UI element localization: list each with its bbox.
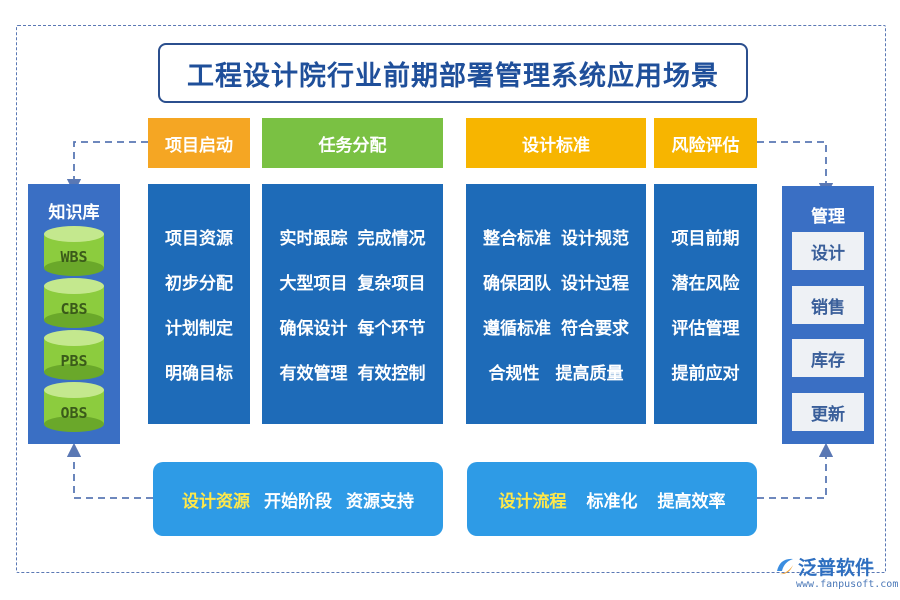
management-title: 管理 bbox=[811, 207, 845, 227]
header-risk-assessment: 风险评估 bbox=[654, 118, 757, 168]
database-cylinder-icon bbox=[44, 226, 104, 276]
logo-swoosh-icon bbox=[777, 558, 793, 575]
management-panel: 管理 设计 销售 库存 更新 bbox=[782, 186, 874, 444]
list-item: 确保团队设计过程 bbox=[483, 274, 629, 294]
logo-name: 泛普软件 bbox=[798, 557, 875, 579]
bottom-box-design-resource: 设计资源 开始阶段 资源支持 bbox=[153, 462, 443, 536]
db-label: CBS bbox=[60, 300, 87, 318]
database-cylinder-icon bbox=[44, 330, 104, 380]
list-item: 初步分配 bbox=[165, 274, 233, 294]
db-label: OBS bbox=[60, 404, 87, 422]
logo-url: www.fanpusoft.com bbox=[796, 579, 899, 590]
list-item: 提前应对 bbox=[671, 364, 740, 384]
column-design-standard: 整合标准设计规范 确保团队设计过程 遵循标准符合要求 合规性提高质量 bbox=[466, 184, 646, 424]
column-risk-assessment: 项目前期 潜在风险 评估管理 提前应对 bbox=[654, 184, 757, 424]
list-item: 项目前期 bbox=[671, 229, 740, 249]
list-item: 整合标准设计规范 bbox=[483, 229, 629, 249]
database-cylinder-icon bbox=[44, 382, 104, 432]
brand-logo: 泛普软件 www.fanpusoft.com bbox=[774, 553, 899, 597]
highlight-label: 设计资源 bbox=[182, 491, 250, 512]
knowledge-base-title: 知识库 bbox=[48, 203, 100, 223]
header-task-assign: 任务分配 bbox=[262, 118, 443, 168]
list-item: 大型项目复杂项目 bbox=[279, 274, 426, 294]
outer-dashed-frame bbox=[16, 25, 886, 573]
database-stack-icon: WBS CBS PBS OBS bbox=[44, 226, 104, 432]
list-item: 项目资源 bbox=[165, 229, 233, 249]
list-item: 实时跟踪完成情况 bbox=[279, 229, 426, 249]
list-item: 潜在风险 bbox=[671, 274, 740, 294]
bottom-box-design-process: 设计流程 标准化 提高效率 bbox=[467, 462, 757, 536]
list-item: 有效管理有效控制 bbox=[279, 364, 426, 384]
header-design-standard: 设计标准 bbox=[466, 118, 646, 168]
knowledge-base-panel: 知识库 WBS CBS PBS OBS bbox=[28, 184, 120, 444]
column-project-start: 项目资源 初步分配 计划制定 明确目标 bbox=[148, 184, 250, 424]
list-item: 确保设计每个环节 bbox=[279, 319, 426, 339]
management-item: 更新 bbox=[792, 393, 864, 431]
management-item: 销售 bbox=[792, 286, 864, 324]
list-item: 明确目标 bbox=[165, 364, 233, 384]
list-item: 遵循标准符合要求 bbox=[483, 319, 629, 339]
management-item: 库存 bbox=[792, 339, 864, 377]
list-item: 评估管理 bbox=[671, 319, 740, 339]
column-task-assign: 实时跟踪完成情况 大型项目复杂项目 确保设计每个环节 有效管理有效控制 bbox=[262, 184, 443, 424]
page-title: 工程设计院行业前期部署管理系统应用场景 bbox=[158, 43, 748, 103]
db-label: WBS bbox=[60, 248, 87, 266]
management-item: 设计 bbox=[792, 232, 864, 270]
header-project-start: 项目启动 bbox=[148, 118, 250, 168]
database-cylinder-icon bbox=[44, 278, 104, 328]
list-item: 计划制定 bbox=[165, 319, 233, 339]
db-label: PBS bbox=[60, 352, 87, 370]
highlight-label: 设计流程 bbox=[498, 491, 567, 512]
list-item: 合规性提高质量 bbox=[488, 364, 624, 384]
